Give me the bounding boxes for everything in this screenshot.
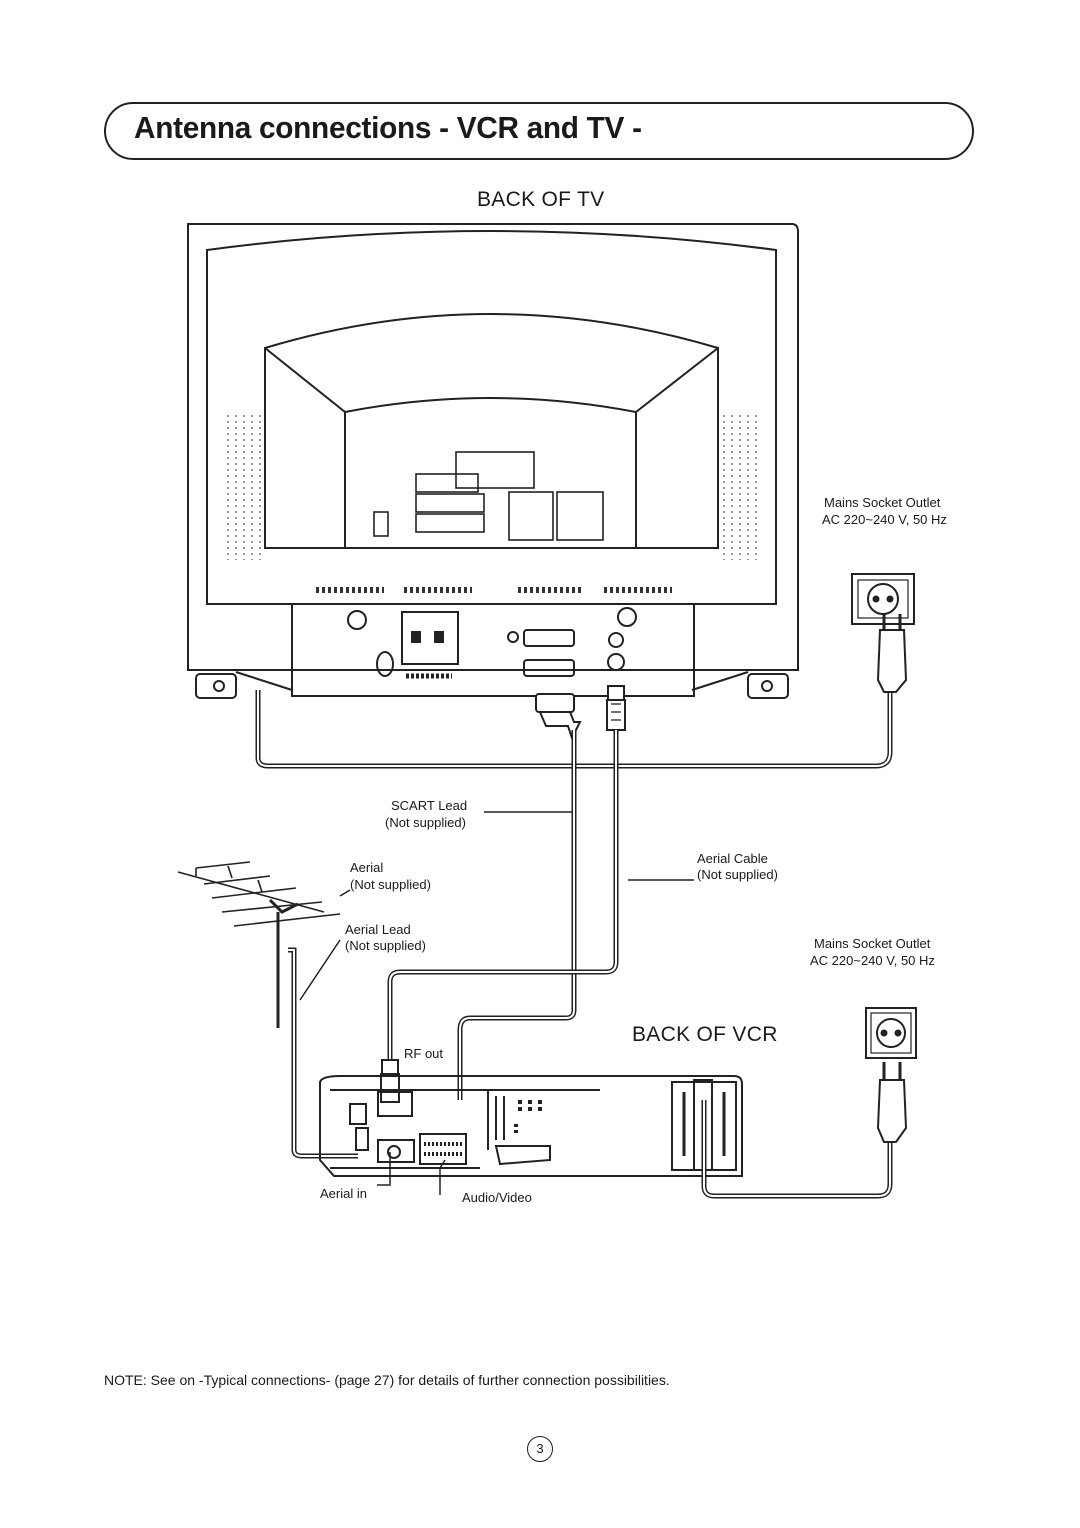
- back-of-tv-label: BACK OF TV: [477, 188, 605, 211]
- scart-lead-line2: (Not supplied): [385, 815, 466, 830]
- page-title: Antenna connections - VCR and TV -: [134, 110, 642, 145]
- aerial-in-label: Aerial in: [320, 1186, 367, 1201]
- tv-mains-socket: [851, 573, 915, 625]
- aerial-cable-line1: Aerial Cable: [697, 851, 768, 866]
- aerial-cable-line2: (Not supplied): [697, 867, 778, 882]
- aerial-lead-line2: (Not supplied): [345, 938, 426, 953]
- scart-lead: [457, 730, 577, 1100]
- aerial-line1: Aerial: [350, 860, 384, 875]
- audio-video-label: Audio/Video: [462, 1190, 532, 1205]
- back-of-vcr-label: BACK OF VCR: [632, 1023, 778, 1046]
- scart-lead-line1: SCART Lead: [391, 798, 468, 813]
- title-frame: [104, 102, 974, 160]
- tv-cabinet: [187, 223, 799, 671]
- vcr-power-cable: [701, 1100, 893, 1199]
- aerial-lead: [288, 947, 358, 1159]
- page-number: 3: [527, 1436, 553, 1462]
- vcr-mains-socket: [865, 1007, 917, 1059]
- antenna: [177, 861, 341, 1028]
- aerial-cable: [387, 730, 619, 1060]
- mains-socket-tv-line1: Mains Socket Outlet: [824, 495, 941, 510]
- mains-socket-vcr-line1: Mains Socket Outlet: [814, 936, 931, 951]
- mains-socket-vcr-line2: AC 220~240 V, 50 Hz: [810, 953, 935, 968]
- tv-tube: [264, 313, 719, 549]
- mains-socket-tv-line2: AC 220~240 V, 50 Hz: [822, 512, 947, 527]
- aerial-line2: (Not supplied): [350, 877, 431, 892]
- rf-out-label: RF out: [404, 1046, 444, 1061]
- tv-connector-panel: [291, 603, 695, 697]
- aerial-lead-line1: Aerial Lead: [345, 922, 411, 937]
- vcr-body: [319, 1075, 743, 1177]
- footnote: NOTE: See on -Typical connections- (page…: [104, 1372, 670, 1388]
